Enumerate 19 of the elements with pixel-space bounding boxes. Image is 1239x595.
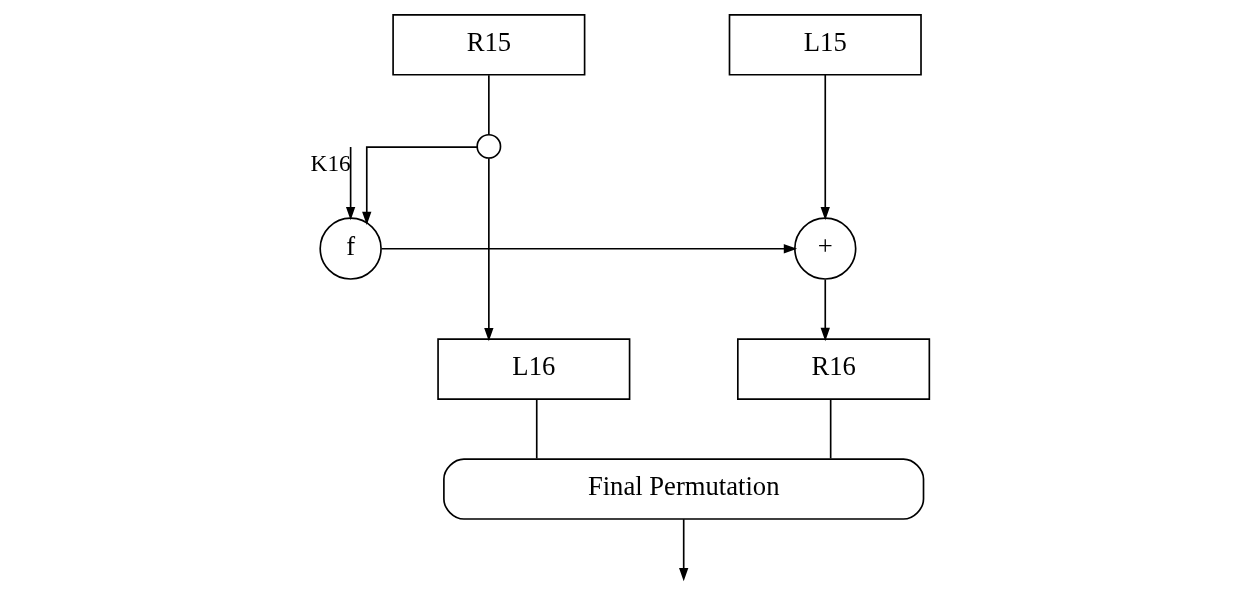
node-box: L15 (728, 14, 922, 76)
arrow (380, 244, 797, 254)
node-box: R16 (736, 338, 930, 400)
arrow (820, 74, 830, 221)
arrow (820, 278, 830, 342)
arrow (361, 146, 478, 225)
node-circle: + (793, 217, 856, 280)
arrow (483, 157, 494, 342)
arrow (345, 146, 355, 221)
connector (487, 74, 490, 136)
node-box: L16 (436, 338, 630, 400)
node-box: R15 (391, 14, 585, 76)
edge-label: K16 (310, 150, 351, 177)
node-circle: f (318, 217, 382, 280)
connector (829, 398, 831, 460)
node-circle (475, 133, 501, 159)
node-box: Final Permutation (442, 458, 924, 520)
connector (535, 398, 538, 460)
arrow (678, 518, 688, 582)
